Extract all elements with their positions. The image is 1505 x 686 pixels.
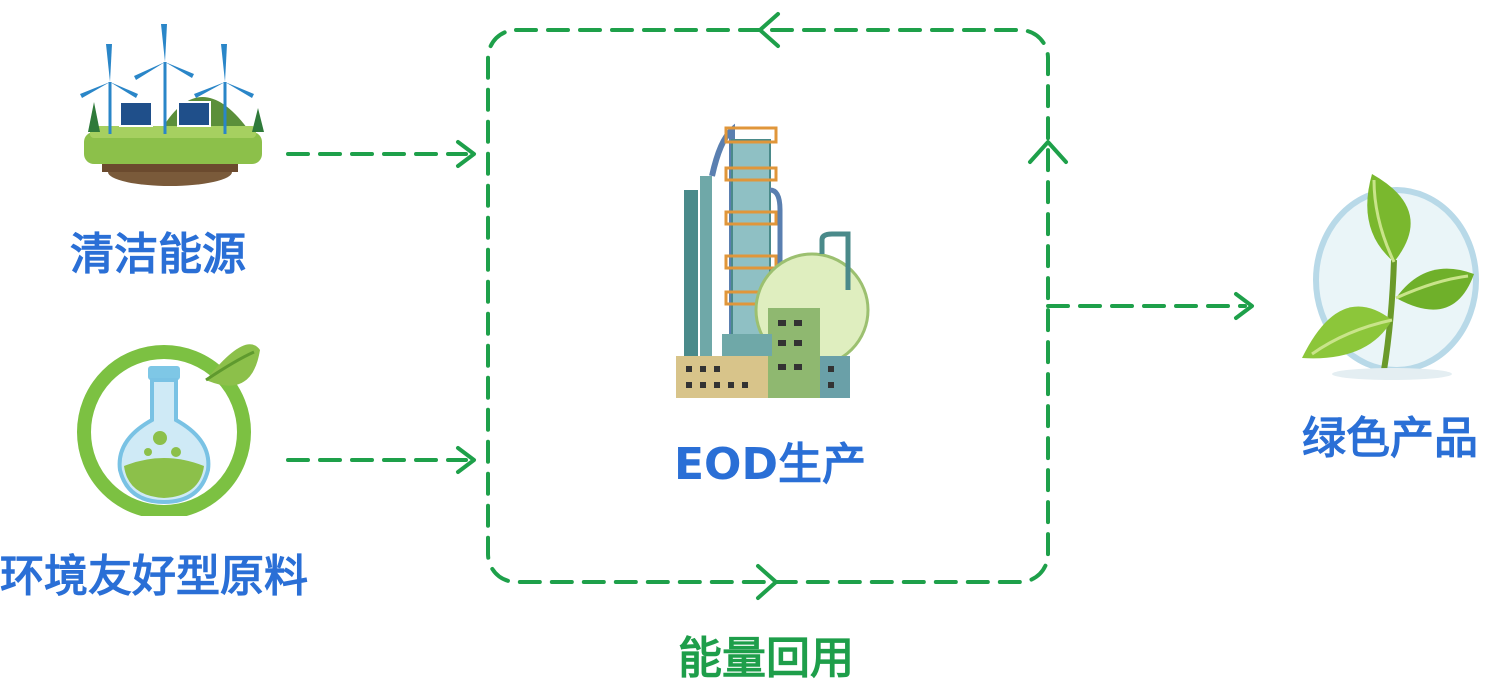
clean-energy-label: 清洁能源: [70, 229, 246, 280]
eod-production-label: EOD生产: [674, 439, 866, 490]
arrowhead-eco-materials: [456, 446, 476, 474]
energy-recovery-label: 能量回用: [678, 633, 854, 684]
eco-materials-label: 环境友好型原料: [0, 551, 308, 602]
arrowhead-bottom: [756, 564, 778, 600]
arrowhead-output: [1234, 292, 1254, 320]
arrowhead-right: [1028, 140, 1068, 164]
refinery-icon: [676, 123, 870, 398]
green-leaf-icon: [1302, 174, 1479, 380]
eco-flask-icon: [77, 344, 260, 516]
green-products-label: 绿色产品: [1302, 413, 1478, 464]
arrowhead-clean-energy: [456, 140, 476, 168]
arrowhead-top: [758, 12, 780, 48]
wind-solar-icon: [80, 24, 264, 186]
